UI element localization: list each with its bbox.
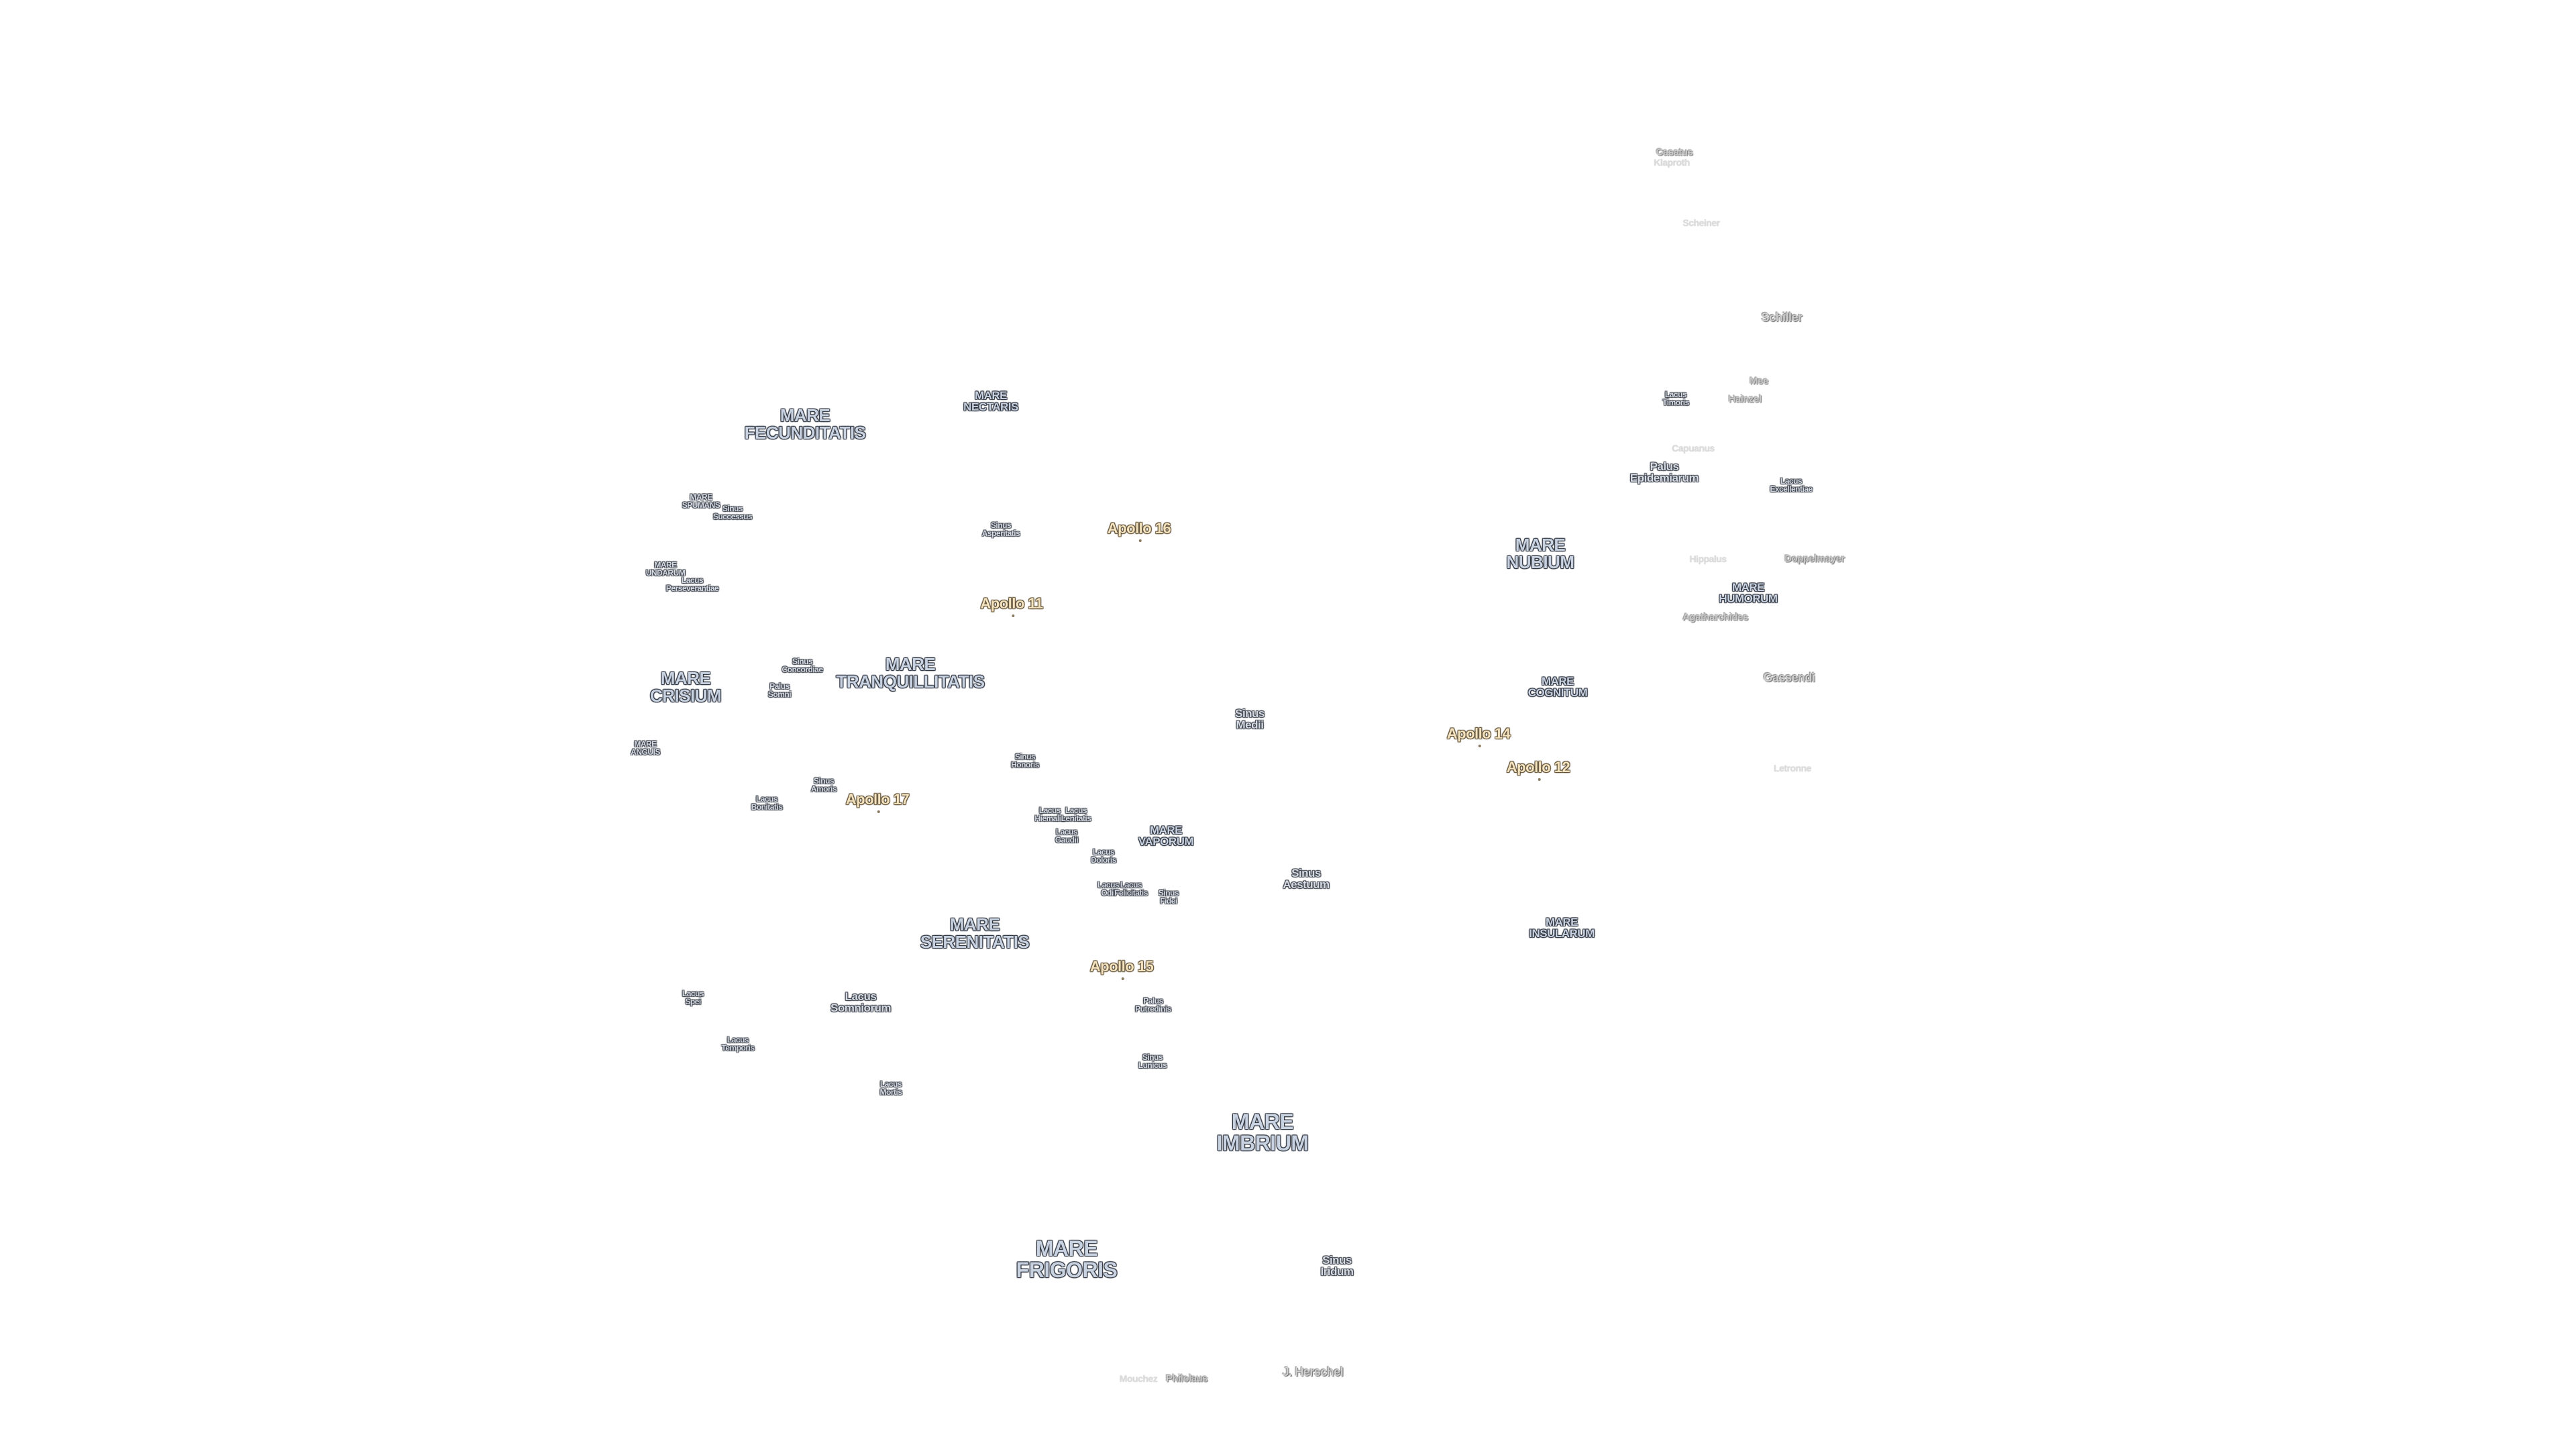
lacus-felicitatis: Lacus Felicitatis	[1114, 880, 1148, 898]
crater-hippalus: Hippalus	[1689, 553, 1727, 564]
lacus-mortis: Lacus Mortis	[879, 1079, 903, 1097]
crater-philolaus: Philolaus	[1165, 1373, 1208, 1385]
mare-tranquillitatis: MARE TRANQUILLITATIS	[836, 654, 985, 692]
crater-casatus: Casatus	[1656, 146, 1693, 158]
lacus-spei: Lacus Spei	[682, 989, 704, 1006]
lacus-gaudii: Lacus Gaudii	[1055, 827, 1079, 845]
mare-anguis: MARE ANGUIS	[631, 739, 660, 757]
mare-vaporum: MARE VAPORUM	[1138, 824, 1194, 848]
mare-cognitum: MARE COGNITUM	[1527, 675, 1588, 699]
apollo-16: Apollo 16	[1107, 520, 1171, 542]
crater-doppelmayer: Doppelmayer	[1784, 553, 1845, 565]
crater-scheiner: Scheiner	[1682, 217, 1720, 228]
sinus-honoris: Sinus Honoris	[1011, 752, 1039, 769]
sinus-lunicus: Sinus Lunicus	[1138, 1053, 1167, 1070]
mare-nectaris: MARE NECTARIS	[963, 389, 1018, 413]
mare-serenitatis: MARE SERENITATIS	[920, 914, 1030, 952]
sinus-iridum: Sinus Iridum	[1320, 1254, 1354, 1278]
mare-crisium: MARE CRISIUM	[649, 668, 722, 706]
apollo-11: Apollo 11	[980, 595, 1043, 617]
mare-nubium: MARE NUBIUM	[1506, 535, 1575, 572]
crater-capuanus: Capuanus	[1672, 443, 1715, 453]
sinus-successus: Sinus Successus	[712, 504, 753, 521]
crater-hainzel: Hainzel	[1728, 393, 1762, 405]
lacus-odii: Lacus Odii	[1097, 880, 1120, 898]
lacus-hiemalis: Lacus Hiemalis	[1034, 806, 1065, 823]
sinus-medii: Sinus Medii	[1235, 707, 1265, 731]
lacus-somniorum: Lacus Somniorum	[830, 990, 891, 1014]
lacus-doloris: Lacus Doloris	[1091, 847, 1116, 865]
lacus-excellentiae: Lacus Excellentiae	[1770, 476, 1813, 494]
apollo-17: Apollo 17	[845, 791, 910, 813]
sinus-asperitatis: Sinus Asperitatis	[981, 521, 1020, 538]
palus-somni: Palus Somni	[767, 682, 792, 699]
sinus-concordiae: Sinus Concordiae	[782, 657, 823, 674]
lacus-timoris: Lacus Timoris	[1662, 390, 1689, 407]
mare-frigoris: MARE FRIGORIS	[1016, 1236, 1118, 1282]
apollo-14: Apollo 14	[1446, 725, 1511, 747]
crater-mee: Mee	[1750, 375, 1768, 387]
lacus-lenitatis: Lacus Lenitatis	[1061, 806, 1091, 823]
lacus-bonitatis: Lacus Bonitatis	[751, 794, 783, 812]
sinus-fidei: Sinus Fidei	[1158, 888, 1179, 906]
palus-putredinis: Palus Putredinis	[1135, 996, 1171, 1014]
mare-fecunditatis: MARE FECUNDITATIS	[744, 405, 866, 443]
crater-j-herschel: J. Herschel	[1282, 1365, 1344, 1379]
lacus-perseverantiae: Lacus Perseverantiae	[665, 576, 719, 593]
apollo-12: Apollo 12	[1506, 759, 1570, 781]
crater-agatharchides: Agatharchides	[1682, 611, 1748, 623]
mare-insularum: MARE INSULARUM	[1529, 916, 1595, 940]
crater-schiller: Schiller	[1761, 311, 1803, 324]
palus-epidemiarum: Palus Epidemiarum	[1629, 460, 1699, 484]
mare-imbrium: MARE IMBRIUM	[1216, 1110, 1309, 1155]
lacus-temporis: Lacus Temporis	[721, 1035, 755, 1053]
sinus-amoris: Sinus Amoris	[810, 776, 837, 794]
mare-humorum: MARE HUMORUM	[1719, 581, 1778, 605]
apollo-15: Apollo 15	[1089, 958, 1154, 980]
crater-klaproth: Klaproth	[1654, 157, 1690, 168]
crater-gassendi: Gassendi	[1763, 671, 1815, 684]
mare-spumans: MARE SPUMANS	[682, 492, 720, 510]
sinus-aestuum: Sinus Aestuum	[1283, 867, 1330, 891]
crater-mouchez: Mouchez	[1119, 1373, 1158, 1384]
mare-undarum: MARE UNDARUM	[645, 560, 686, 578]
crater-letronne: Letronne	[1774, 763, 1811, 773]
